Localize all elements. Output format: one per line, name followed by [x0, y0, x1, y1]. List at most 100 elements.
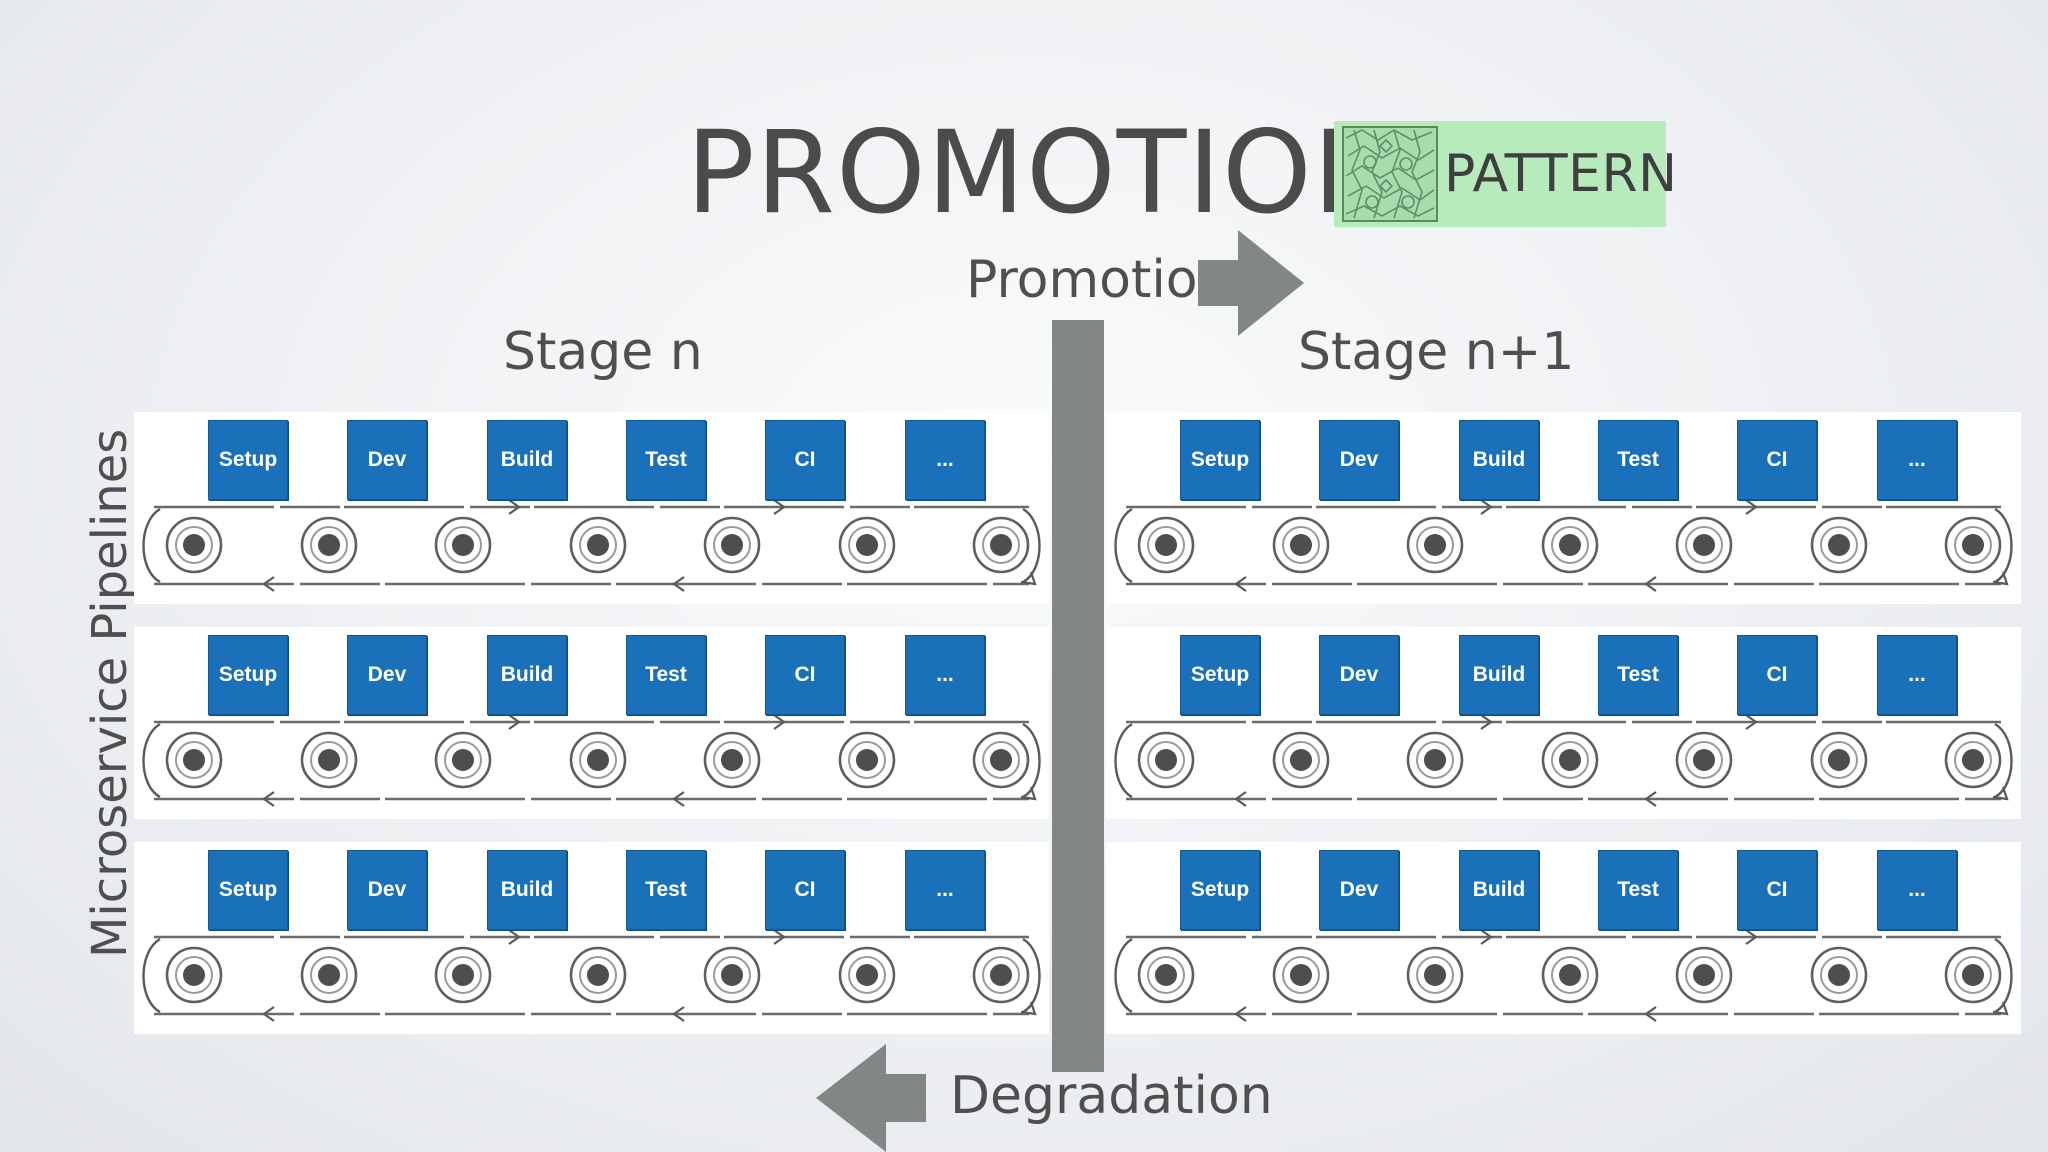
step-more: ... [905, 850, 985, 930]
conveyor-belt [142, 499, 1041, 592]
pipeline-stage-n-2: Setup Dev Build Test CI... [134, 627, 1049, 819]
badge-text: PATTERN [1444, 144, 1678, 204]
roller-icon [1406, 731, 1464, 789]
step-test: Test [626, 420, 706, 500]
conveyor-belt [142, 714, 1041, 807]
roller-icon [1137, 731, 1195, 789]
roller-icon [569, 516, 627, 574]
roller-icon [1944, 946, 2002, 1004]
stage-n-label: Stage n [503, 322, 703, 382]
step-more: ... [1877, 635, 1957, 715]
step-build: Build [1459, 420, 1539, 500]
pipeline-stage-n1-3: Setup Dev Build Test CI... [1106, 842, 2021, 1034]
roller-icon [165, 731, 223, 789]
step-ci: CI [765, 420, 845, 500]
step-setup: Setup [1180, 850, 1260, 930]
stage-n1-label: Stage n+1 [1298, 322, 1575, 382]
step-test: Test [1598, 850, 1678, 930]
roller-icon [838, 731, 896, 789]
roller-icon [972, 731, 1030, 789]
step-test: Test [626, 850, 706, 930]
roller-icon [1137, 516, 1195, 574]
roller-icon [1272, 731, 1330, 789]
step-dev: Dev [1319, 850, 1399, 930]
roller-icon [1675, 946, 1733, 1004]
roller-icon [1272, 946, 1330, 1004]
roller-icon [838, 946, 896, 1004]
conveyor-belt [1114, 714, 2013, 807]
roller-icon [434, 516, 492, 574]
microservice-pipelines-label: Microservice Pipelines [82, 428, 138, 958]
roller-icon [1137, 946, 1195, 1004]
step-setup: Setup [1180, 420, 1260, 500]
step-more: ... [905, 635, 985, 715]
promotion-arrow-icon [1198, 230, 1304, 336]
stage-divider-bar [1052, 320, 1104, 1072]
roller-icon [972, 516, 1030, 574]
pattern-badge: PATTERN [1334, 121, 1677, 227]
degradation-label: Degradation [950, 1066, 1273, 1126]
promotion-label: Promotion [966, 250, 1231, 310]
step-test: Test [1598, 420, 1678, 500]
roller-icon [1406, 946, 1464, 1004]
step-ci: CI [1737, 635, 1817, 715]
roller-icon [838, 516, 896, 574]
step-dev: Dev [347, 850, 427, 930]
step-setup: Setup [208, 635, 288, 715]
roller-icon [972, 946, 1030, 1004]
roller-icon [1810, 731, 1868, 789]
roller-icon [1541, 516, 1599, 574]
step-test: Test [1598, 635, 1678, 715]
step-dev: Dev [1319, 420, 1399, 500]
step-dev: Dev [347, 420, 427, 500]
step-ci: CI [765, 850, 845, 930]
roller-icon [1675, 731, 1733, 789]
step-dev: Dev [347, 635, 427, 715]
roller-icon [703, 946, 761, 1004]
roller-icon [1406, 516, 1464, 574]
roller-icon [1944, 516, 2002, 574]
pipeline-stage-n-3: Setup Dev Build Test CI... [134, 842, 1049, 1034]
roller-icon [1272, 516, 1330, 574]
pipeline-stage-n1-2: Setup Dev Build Test CI... [1106, 627, 2021, 819]
roller-icon [1675, 516, 1733, 574]
step-ci: CI [765, 635, 845, 715]
conveyor-belt [1114, 929, 2013, 1022]
roller-icon [569, 731, 627, 789]
pattern-grid-icon [1342, 126, 1438, 222]
step-test: Test [626, 635, 706, 715]
roller-icon [165, 516, 223, 574]
roller-icon [1541, 731, 1599, 789]
step-setup: Setup [208, 850, 288, 930]
conveyor-belt [142, 929, 1041, 1022]
roller-icon [1541, 946, 1599, 1004]
step-dev: Dev [1319, 635, 1399, 715]
roller-icon [300, 516, 358, 574]
roller-icon [300, 731, 358, 789]
page-title: PROMOTION [686, 106, 1400, 239]
degradation-arrow-icon [816, 1044, 926, 1152]
roller-icon [1944, 731, 2002, 789]
step-more: ... [1877, 850, 1957, 930]
step-setup: Setup [1180, 635, 1260, 715]
step-build: Build [487, 635, 567, 715]
step-ci: CI [1737, 420, 1817, 500]
step-build: Build [487, 850, 567, 930]
roller-icon [434, 946, 492, 1004]
step-build: Build [1459, 635, 1539, 715]
step-setup: Setup [208, 420, 288, 500]
roller-icon [703, 516, 761, 574]
pipeline-stage-n-1: Setup Dev Build Test CI... [134, 412, 1049, 604]
step-build: Build [1459, 850, 1539, 930]
step-more: ... [1877, 420, 1957, 500]
roller-icon [569, 946, 627, 1004]
roller-icon [300, 946, 358, 1004]
conveyor-belt [1114, 499, 2013, 592]
pipeline-stage-n1-1: Setup Dev Build Test CI... [1106, 412, 2021, 604]
roller-icon [1810, 946, 1868, 1004]
step-build: Build [487, 420, 567, 500]
roller-icon [434, 731, 492, 789]
roller-icon [165, 946, 223, 1004]
step-more: ... [905, 420, 985, 500]
step-ci: CI [1737, 850, 1817, 930]
